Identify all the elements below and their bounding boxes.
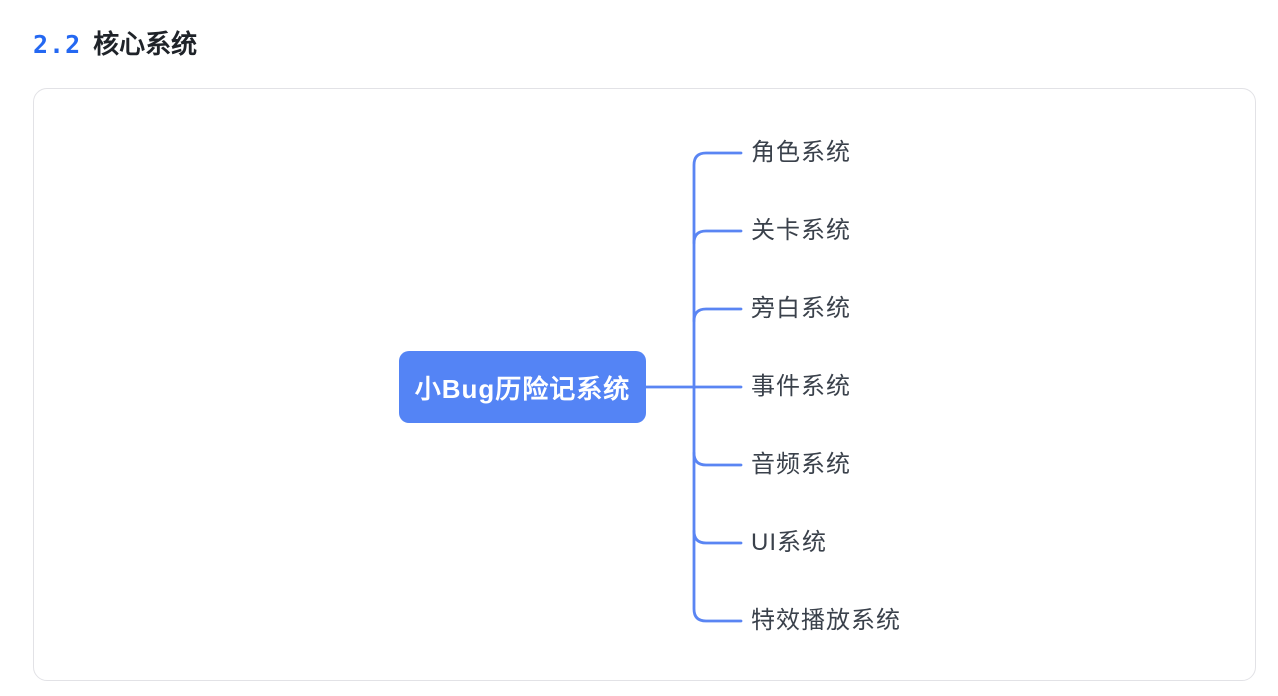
mindmap-branch-node[interactable]: 事件系统: [751, 373, 851, 400]
mindmap-root-node[interactable]: 小Bug历险记系统: [399, 351, 646, 423]
mindmap-branch-node[interactable]: 角色系统: [751, 139, 851, 166]
mindmap-branch-node[interactable]: 旁白系统: [751, 295, 851, 322]
branch-line: [692, 451, 743, 467]
section-number: 2.2: [33, 30, 82, 59]
branch-line: [692, 229, 743, 245]
mindmap-connector-lines: [642, 151, 743, 623]
mindmap-branch-node[interactable]: 音频系统: [751, 451, 851, 478]
branch-line: [692, 307, 743, 323]
mindmap-branch-node[interactable]: 特效播放系统: [751, 607, 901, 634]
branch-line: [692, 529, 743, 545]
mindmap-canvas[interactable]: 小Bug历险记系统 角色系统 关卡系统 旁白系统 事件系统 音频系统 UI系统 …: [33, 88, 1256, 681]
section-title: 核心系统: [93, 29, 198, 59]
section-heading: 2.2 核心系统: [33, 24, 197, 61]
mindmap-branch-node[interactable]: 关卡系统: [751, 217, 851, 244]
mindmap-branch-node[interactable]: UI系统: [751, 529, 827, 556]
